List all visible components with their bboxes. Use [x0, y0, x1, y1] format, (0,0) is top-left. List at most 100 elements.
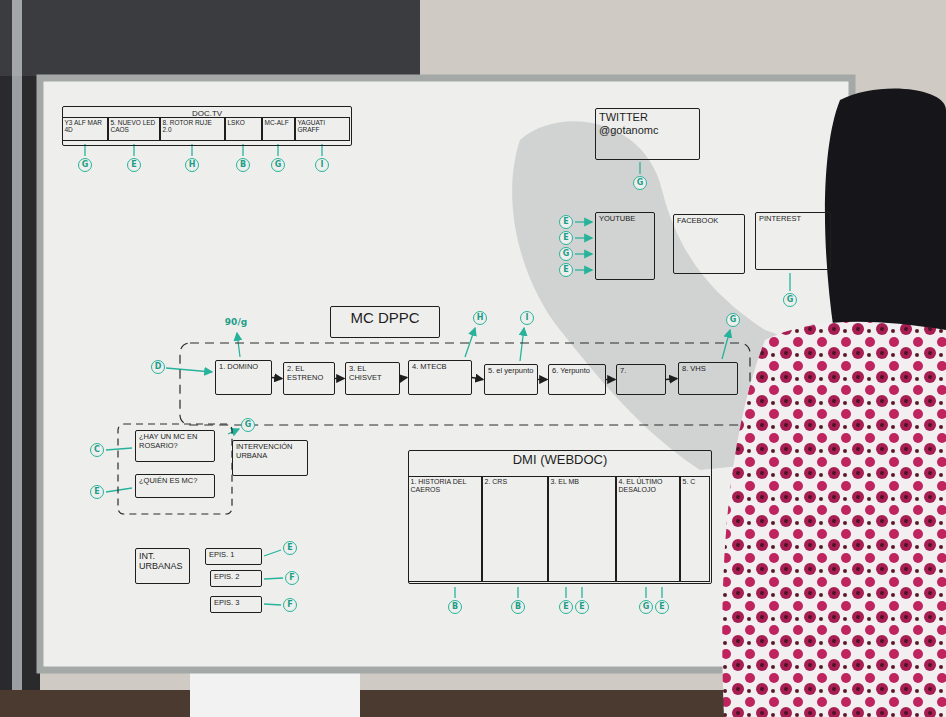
node-text: 5. NUEVO LED CAOS: [111, 119, 157, 134]
node-text: EPIS. 2: [214, 573, 258, 582]
callout-number: F: [285, 571, 299, 585]
callout-number: G: [241, 418, 255, 432]
callout-number: H: [473, 311, 487, 325]
leader-line: [264, 550, 281, 556]
node-text: 5. el yerpunto: [488, 367, 534, 376]
callout-number: E: [283, 541, 297, 555]
node-text: 8. ROTOR RUJE 2.0: [163, 119, 222, 134]
callout-number: B: [511, 600, 525, 614]
table-column: 1. HISTORIA DEL CAEROS: [408, 476, 482, 582]
table-cell: MC-ALF: [262, 117, 295, 141]
episode-box: EPIS. 3: [210, 596, 262, 613]
callout-number: I: [520, 311, 534, 325]
node-text: 5. C: [683, 478, 707, 486]
table-header: DOC.TVY3 ALF MAR 4D5. NUEVO LED CAOS8. R…: [62, 106, 352, 146]
node-text: ¿HAY UN MC EN ROSARIO?: [139, 433, 211, 450]
leader-line: [575, 253, 592, 254]
node-text: MC DPPC: [334, 309, 436, 326]
window-light: [12, 0, 22, 717]
arrow-connector: [472, 378, 483, 380]
dashed-group: [180, 343, 750, 425]
node-text: 3. EL CHISVET: [349, 365, 396, 382]
leader-line: [237, 333, 240, 357]
callout-number: I: [315, 158, 329, 172]
leader-line: [264, 604, 281, 605]
leader-line: [575, 269, 592, 270]
arrow-connector: [606, 379, 615, 380]
episode-box: 8. VHS: [678, 362, 738, 395]
node-text: @gotanomc: [599, 124, 696, 137]
person-body: [722, 322, 946, 717]
question-box: ¿HAY UN MC EN ROSARIO?: [135, 430, 215, 462]
node-text: 1. HISTORIA DEL CAEROS: [411, 478, 479, 494]
leader-line: [106, 488, 132, 492]
callout-number: B: [448, 600, 462, 614]
callout-number: E: [90, 485, 104, 499]
node-text: LSKO: [228, 119, 259, 126]
node-text: 4. MTECB: [412, 363, 468, 372]
social-box: FACEBOOK: [673, 214, 745, 274]
node-text: MC-ALF: [265, 119, 292, 126]
leader-line: [661, 587, 662, 598]
table-column: 4. EL ÚLTIMO DESALOJO: [616, 476, 680, 582]
node-text: 2. EL ESTRENO: [287, 365, 331, 382]
node-text: 2. CRS: [485, 478, 545, 486]
callout-number: G: [78, 158, 92, 172]
callout-number: E: [559, 215, 573, 229]
node-text: EPIS. 1: [209, 551, 258, 560]
leader-line: [264, 578, 283, 579]
arrow-connector: [400, 378, 407, 379]
episode-box: 4. MTECB: [408, 360, 472, 395]
episode-box: 6. Yerpunto: [548, 364, 606, 395]
table-cell: 8. ROTOR RUJE 2.0: [160, 117, 225, 141]
episode-box: 2. EL ESTRENO: [283, 362, 335, 395]
callout-number: G: [633, 176, 647, 190]
leader-line: [228, 429, 239, 434]
question-box: ¿QUIÉN ES MC?: [135, 474, 215, 498]
episode-box: EPIS. 1: [205, 548, 262, 565]
table-cell: YAGUATI GRAFF: [295, 117, 350, 141]
arrow-connector: [538, 379, 547, 380]
leader-lines: [85, 144, 790, 605]
node-text: 3. EL MB: [551, 478, 613, 486]
table-column: 2. CRS: [482, 476, 548, 582]
leader-line: [581, 587, 582, 598]
callout-number: H: [185, 158, 199, 172]
node-text: TWITTER: [599, 111, 696, 124]
process-box: INT. URBANAS: [135, 548, 190, 584]
leader-line: [520, 328, 524, 361]
node-text: YAGUATI GRAFF: [298, 119, 347, 134]
leader-line: [575, 237, 592, 238]
table-cell: Y3 ALF MAR 4D: [62, 117, 108, 141]
leader-line: [565, 587, 566, 598]
node-text: Y3 ALF MAR 4D: [65, 119, 105, 134]
callout-number: G: [783, 293, 797, 307]
dashed-group: [118, 424, 232, 514]
callout-number: F: [283, 598, 297, 612]
leader-line: [645, 587, 646, 598]
node-text: 4. EL ÚLTIMO DESALOJO: [619, 478, 677, 494]
social-box: TWITTER@gotanomc: [595, 108, 700, 160]
callout-number: E: [575, 600, 589, 614]
window-blind: [0, 0, 420, 76]
callout-number: E: [655, 600, 669, 614]
table-cell: 5. NUEVO LED CAOS: [108, 117, 160, 141]
person-hair: [825, 89, 946, 360]
title-box: MC DPPC: [330, 306, 440, 338]
leader-line: [106, 448, 132, 450]
callout-number: D: [151, 360, 165, 374]
leader-line: [454, 587, 455, 598]
arrow-connector: [335, 378, 344, 379]
note-label: 90/g: [225, 317, 247, 328]
table-cell: LSKO: [225, 117, 262, 141]
leader-line: [166, 368, 212, 372]
webdoc-table: DMI (WEBDOC)1. HISTORIA DEL CAEROS2. CRS…: [408, 450, 712, 584]
episode-box: 3. EL CHISVET: [345, 362, 400, 395]
node-text: INTERVENCIÓN URBANA: [236, 443, 304, 460]
social-box: PINTEREST: [755, 212, 831, 270]
callout-number: E: [559, 231, 573, 245]
leader-line: [722, 330, 730, 359]
